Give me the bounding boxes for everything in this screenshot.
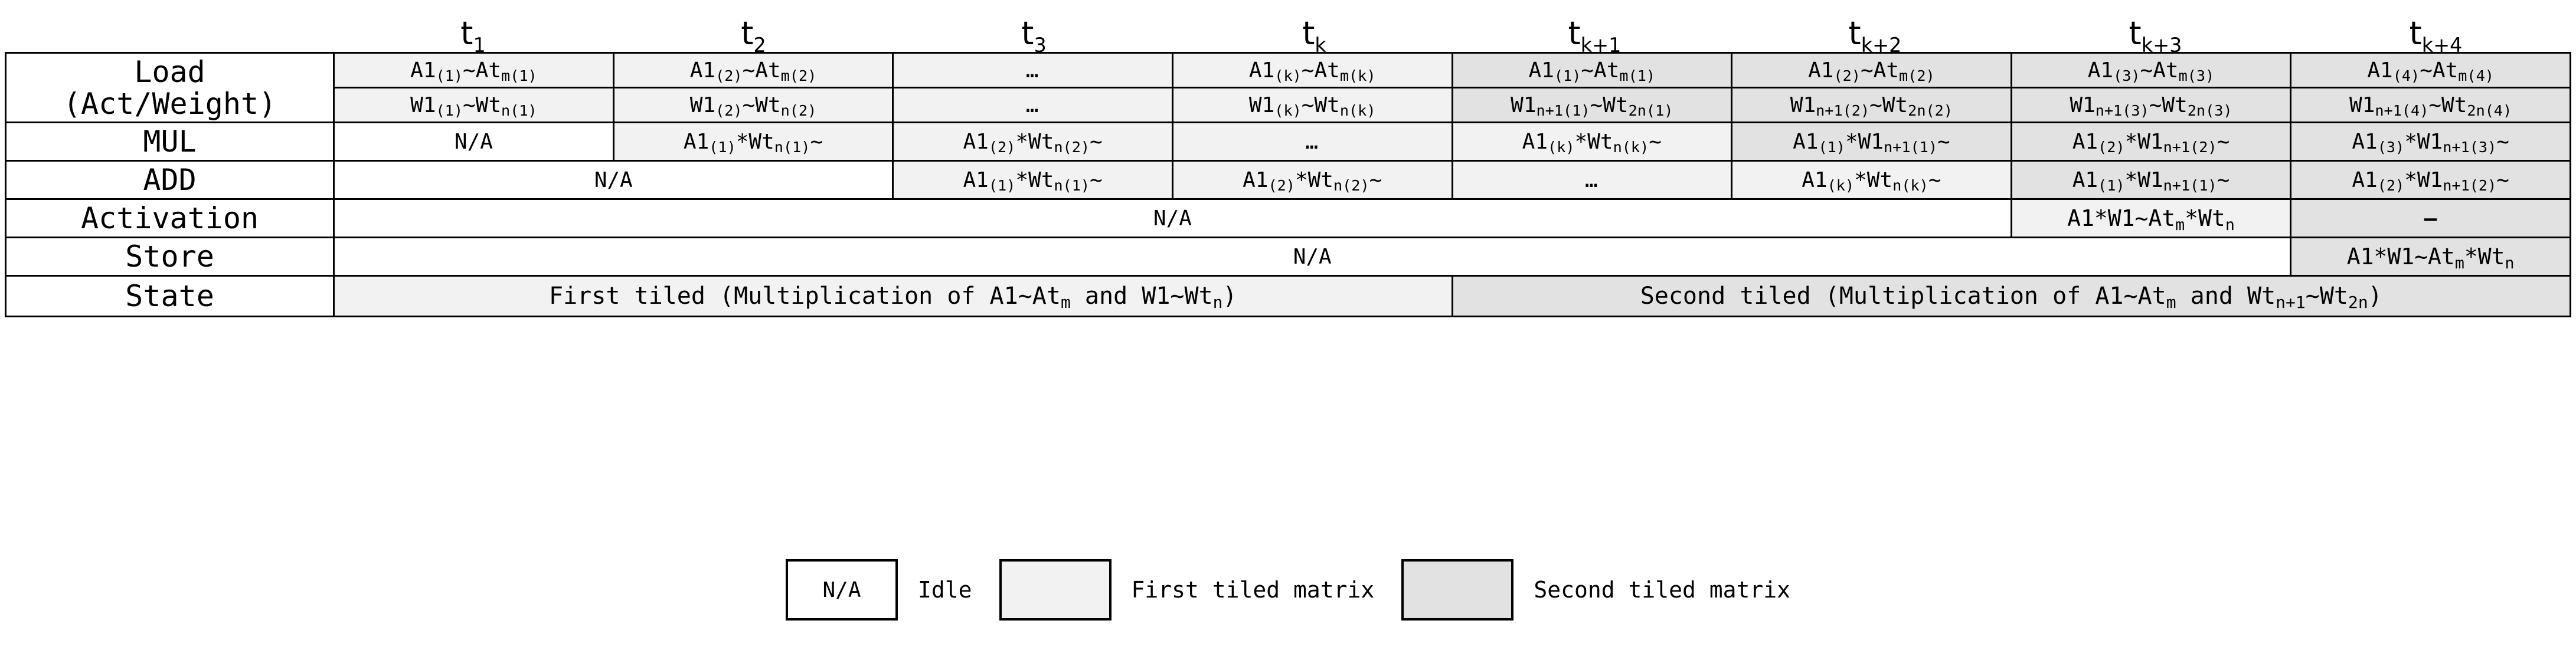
cell-add-t3: A1(1)*Wtn(1)~ <box>892 160 1173 200</box>
cell-load-act-tk: A1(k)~Atm(k) <box>1171 52 1453 88</box>
cell-activation-tk4: – <box>2290 198 2571 238</box>
cell-mul-t3: A1(2)*Wtn(2)~ <box>892 122 1173 162</box>
table-row-store: Store N/A A1*W1~Atm*Wtn <box>4 237 2571 277</box>
time-sub: k+3 <box>2141 33 2182 57</box>
cell-store-tk4: A1*W1~Atm*Wtn <box>2290 237 2571 277</box>
time-base: t <box>741 15 754 52</box>
timeline-spacer <box>0 0 333 52</box>
cell-add-tk3: A1(1)*W1n+1(1)~ <box>2010 160 2292 200</box>
time-base: t <box>460 15 473 52</box>
cell-load-w-tk: W1(k)~Wtn(k) <box>1171 87 1453 123</box>
cell-mul-t1: N/A <box>333 122 614 162</box>
cell-load-act-tk1: A1(1)~Atm(1) <box>1451 52 1733 88</box>
row-label-load-line2: (Act/Weight) <box>63 86 277 121</box>
time-base: t <box>1568 15 1581 52</box>
cell-load-w-tk1: W1n+1(1)~Wt2n(1) <box>1451 87 1733 123</box>
cell-mul-t2: A1(1)*Wtn(1)~ <box>612 122 894 162</box>
table-row-load-weight: W1(1)~Wtn(1) W1(2)~Wtn(2) … W1(k)~Wtn(k)… <box>6 87 2571 123</box>
table-row-activation: Activation N/A A1*W1~Atm*Wtn – <box>4 198 2571 238</box>
cell-load-act-t1: A1(1)~Atm(1) <box>333 52 614 88</box>
cell-add-tk2: A1(k)*Wtn(k)~ <box>1731 160 2012 200</box>
cell-state-first: First tiled (Multiplication of A1~Atm an… <box>333 275 1453 317</box>
legend-swatch-second-tile <box>1401 559 1514 621</box>
table-row-load-act: Load (Act/Weight) A1(1)~Atm(1) A1(2)~Atm… <box>4 52 2571 123</box>
cell-mul-tk4: A1(3)*W1n+1(3)~ <box>2290 122 2571 162</box>
legend-label-second-tile: Second tiled matrix <box>1534 577 1790 603</box>
legend-label-first-tile: First tiled matrix <box>1131 577 1375 603</box>
cell-add-tk4: A1(2)*W1n+1(2)~ <box>2290 160 2571 200</box>
time-sub: k+2 <box>1861 33 1902 57</box>
cell-activation-na: N/A <box>333 198 2012 238</box>
row-label-state: State <box>4 275 335 317</box>
cell-load-w-tk4: W1n+1(4)~Wt2n(4) <box>2290 87 2571 123</box>
cell-load-act-tk4: A1(4)~Atm(4) <box>2290 52 2571 88</box>
time-sub: 3 <box>1034 33 1047 57</box>
time-base: t <box>2129 15 2142 52</box>
row-label-mul: MUL <box>4 122 335 162</box>
cell-mul-tk3: A1(2)*W1n+1(2)~ <box>2010 122 2292 162</box>
time-sub: k <box>1315 33 1326 57</box>
cell-mul-tk2: A1(1)*W1n+1(1)~ <box>1731 122 2012 162</box>
cell-load-w-t2: W1(2)~Wtn(2) <box>612 87 894 123</box>
row-label-load-line1: Load <box>134 54 205 89</box>
cell-load-act-t2: A1(2)~Atm(2) <box>612 52 894 88</box>
table-row-state: State First tiled (Multiplication of A1~… <box>4 275 2571 317</box>
cell-state-second: Second tiled (Multiplication of A1~Atm a… <box>1451 275 2571 317</box>
time-sub: 1 <box>473 33 486 57</box>
cell-load-w-t3: … <box>892 87 1173 123</box>
schedule-table: Load (Act/Weight) A1(1)~Atm(1) A1(2)~Atm… <box>4 52 2571 317</box>
cell-add-tk1: … <box>1451 160 1733 200</box>
time-base: t <box>1848 15 1861 52</box>
cell-load-act-t3: … <box>892 52 1173 88</box>
cell-load-w-t1: W1(1)~Wtn(1) <box>333 87 614 123</box>
table-row-add: ADD N/A A1(1)*Wtn(1)~ A1(2)*Wtn(2)~ … A1… <box>4 160 2571 200</box>
row-label-add: ADD <box>4 160 335 200</box>
legend-swatch-idle: N/A <box>785 559 898 621</box>
time-sub: k+4 <box>2421 33 2463 57</box>
cell-mul-tk1: A1(k)*Wtn(k)~ <box>1451 122 1733 162</box>
cell-store-na: N/A <box>333 237 2292 277</box>
legend: N/A Idle First tiled matrix Second tiled… <box>0 559 2576 621</box>
legend-label-idle: Idle <box>917 577 972 603</box>
cell-load-act-tk2: A1(2)~Atm(2) <box>1731 52 2012 88</box>
time-base: t <box>1302 15 1315 52</box>
cell-mul-tk: … <box>1171 122 1453 162</box>
cell-load-w-tk3: W1n+1(3)~Wt2n(3) <box>2010 87 2292 123</box>
cell-load-w-tk2: W1n+1(2)~Wt2n(2) <box>1731 87 2012 123</box>
legend-swatch-first-tile <box>999 559 1112 621</box>
row-label-load: Load (Act/Weight) <box>4 52 335 123</box>
row-label-activation: Activation <box>4 198 335 238</box>
cell-load-act-tk3: A1(3)~Atm(3) <box>2010 52 2292 88</box>
time-sub: 2 <box>753 33 766 57</box>
table-row-mul: MUL N/A A1(1)*Wtn(1)~ A1(2)*Wtn(2)~ … A1… <box>4 122 2571 162</box>
time-base: t <box>2409 15 2422 52</box>
time-base: t <box>1021 15 1034 52</box>
row-label-store: Store <box>4 237 335 277</box>
time-sub: k+1 <box>1580 33 1622 57</box>
cell-add-tk: A1(2)*Wtn(2)~ <box>1171 160 1453 200</box>
cell-activation-tk3: A1*W1~Atm*Wtn <box>2010 198 2292 238</box>
cell-add-na: N/A <box>333 160 894 200</box>
